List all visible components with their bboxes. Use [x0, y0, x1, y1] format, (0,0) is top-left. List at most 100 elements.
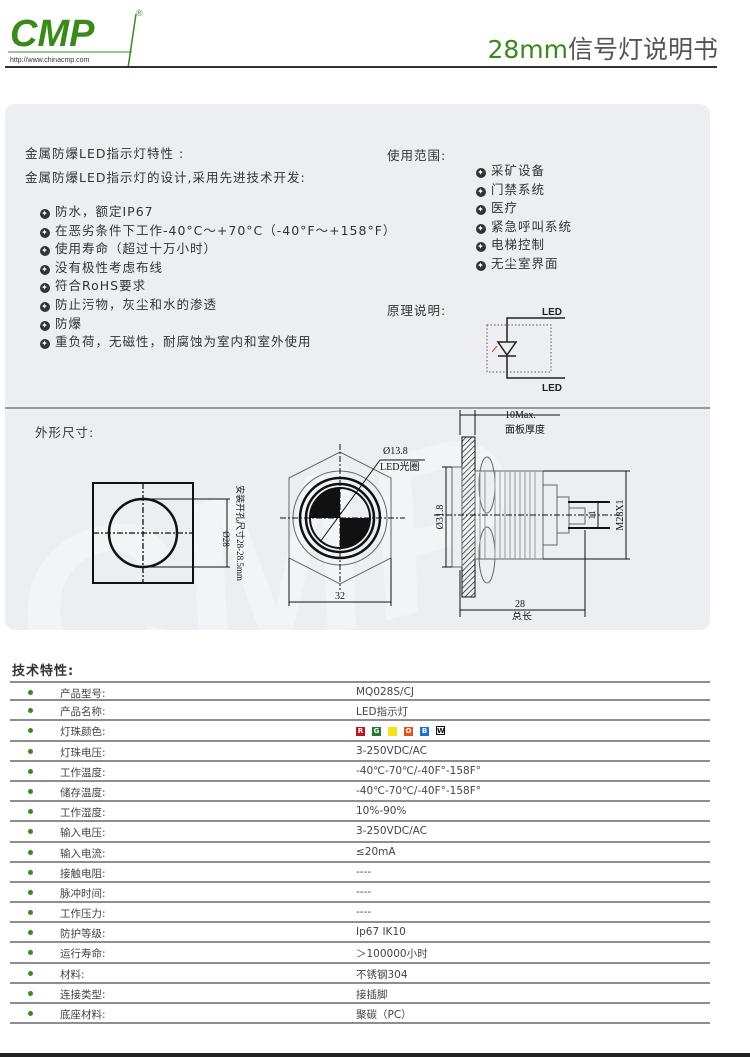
- led-circuit-diagram: LED LED: [486, 307, 565, 394]
- list-item: ✦重负荷，无磁性，耐腐蚀为室内和室外使用: [40, 334, 312, 350]
- bullet-icon: [28, 829, 33, 835]
- bullet-icon: [28, 788, 33, 794]
- bullet-icon: [28, 849, 33, 855]
- cutout-diameter: Ø28: [221, 531, 231, 547]
- spec-value: 10%-90%: [356, 805, 407, 818]
- color-swatch: O: [404, 727, 413, 737]
- table-row: 底座材料:聚碳（PC）: [10, 1004, 710, 1025]
- applications-list: ✦采矿设备 ✦门禁系统 ✦医疗 ✦紧急呼叫系统 ✦电梯控制 ✦无尘室界面: [476, 162, 572, 274]
- star-icon: ✦: [476, 260, 486, 271]
- star-icon: ✦: [40, 301, 50, 312]
- table-row: 运行寿命: ＞100000小时: [10, 943, 710, 964]
- spec-value: ----: [356, 865, 372, 878]
- list-item: ✦门禁系统: [476, 181, 546, 197]
- list-item: ✦没有极性考虑布线: [40, 259, 164, 275]
- spec-value: ＞100000小时: [356, 948, 428, 961]
- list-item: ✦防爆: [40, 315, 83, 331]
- logo-url: http://www.chinacmp.com: [10, 57, 90, 64]
- spec-label: 灯珠电压:: [60, 746, 106, 759]
- bullet-icon: [28, 970, 33, 976]
- list-item: ✦防止污物，灰尘和水的渗透: [40, 296, 218, 312]
- bullet-icon: [28, 748, 33, 754]
- specs-heading: 技术特性:: [12, 664, 75, 679]
- star-icon: ✦: [40, 339, 50, 350]
- bullet-icon: [28, 728, 33, 734]
- table-row: 输入电压:3-250VDC/AC: [10, 822, 710, 843]
- registered-mark: ®: [136, 8, 143, 18]
- bullet-icon: [28, 708, 33, 714]
- total-length: 28: [515, 599, 525, 610]
- star-icon: ✦: [476, 223, 486, 234]
- star-icon: ✦: [40, 246, 50, 257]
- footer-divider: [0, 1053, 750, 1057]
- bullet-icon: [28, 1011, 33, 1016]
- thread-size: M28X1: [615, 499, 626, 530]
- list-item: ✦无尘室界面: [476, 255, 559, 271]
- table-row: 材料:不锈钢304: [10, 964, 710, 984]
- bullet-icon: [28, 910, 33, 916]
- page-title: 28mm信号灯说明书: [487, 35, 718, 64]
- star-icon: ✦: [40, 227, 50, 238]
- list-item: ✦电梯控制: [476, 237, 546, 253]
- star-icon: ✦: [40, 209, 50, 219]
- spec-value: -40℃-70℃/-40F°-158F°: [356, 764, 481, 777]
- list-item: ✦使用寿命（超过十万小时）: [40, 241, 218, 257]
- header-divider: [5, 66, 717, 68]
- bullet-icon: [28, 768, 33, 774]
- cmp-logo: CMP ® http://www.chinacmp.com: [8, 6, 148, 69]
- color-swatch: R: [356, 727, 365, 737]
- cutout-label: 安装开孔尺寸28-28.5mm: [235, 485, 246, 581]
- color-swatch: G: [372, 727, 381, 737]
- star-icon: ✦: [476, 242, 486, 253]
- star-icon: ✦: [40, 264, 50, 275]
- star-icon: ✦: [40, 283, 50, 294]
- led-top-label: LED: [542, 307, 562, 318]
- ring-diameter: Ø13.8: [383, 446, 408, 457]
- logo-text: CMP: [10, 13, 95, 55]
- spec-value: 3-250VDC/AC: [356, 825, 427, 838]
- table-row: 脉冲时间: ----: [10, 883, 710, 904]
- table-row: 储存温度:-40℃-70℃/-40F°-158F°: [10, 782, 710, 803]
- total-length-label: 总长: [512, 610, 532, 620]
- spec-value: 3-250VDC/AC: [356, 744, 427, 757]
- body-diameter: Ø31.8: [435, 505, 446, 530]
- list-item: ✦医疗: [476, 200, 519, 216]
- color-swatch: W: [436, 726, 445, 736]
- color-swatch: Y: [388, 727, 397, 737]
- table-row: 防护等级:Ip67 IK10: [10, 923, 710, 944]
- spec-value: ----: [356, 906, 372, 919]
- spec-value: MQ028S/CJ: [356, 686, 414, 698]
- spec-label: 产品名称:: [60, 706, 106, 719]
- panel-label: 面板厚度: [505, 423, 545, 436]
- spec-label: 运行寿命:: [60, 948, 106, 961]
- spec-label: 工作湿度:: [60, 807, 106, 820]
- spec-value: 聚碳（PC）: [356, 1009, 412, 1021]
- features-heading: 金属防爆LED指示灯特性 :: [25, 146, 185, 161]
- spec-label: 输入电流:: [60, 847, 106, 860]
- spec-label: 工作压力:: [60, 908, 106, 921]
- bullet-icon: [28, 869, 33, 875]
- spec-label: 储存温度:: [60, 786, 106, 799]
- dimensions-heading: 外形尺寸:: [35, 425, 95, 440]
- spec-label: 连接类型:: [60, 988, 106, 1001]
- spec-label: 接触电阻:: [60, 867, 106, 880]
- applications-heading: 使用范围:: [387, 148, 447, 163]
- color-swatch: B: [420, 727, 429, 737]
- star-icon: ✦: [476, 168, 486, 178]
- spec-value: Ip67 IK10: [356, 926, 406, 939]
- spec-value: ----: [356, 885, 372, 898]
- star-icon: ✦: [476, 205, 486, 216]
- spec-value: ≤20mA: [356, 845, 396, 858]
- spec-label: 材料:: [60, 968, 85, 981]
- list-item: ✦符合RoHS要求: [40, 278, 147, 294]
- front-view-drawing: Ø13.8 LED光圈 32: [280, 444, 425, 606]
- spec-label: 灯珠颜色:: [60, 726, 106, 739]
- features-intro: 金属防爆LED指示灯的设计,采用先进技术开发:: [25, 170, 306, 185]
- hex-width: 32: [335, 591, 345, 602]
- table-row: 工作湿度: 10%-90%: [10, 802, 710, 823]
- spec-label: 脉冲时间:: [60, 887, 106, 900]
- list-item: ✦紧急呼叫系统: [476, 218, 573, 234]
